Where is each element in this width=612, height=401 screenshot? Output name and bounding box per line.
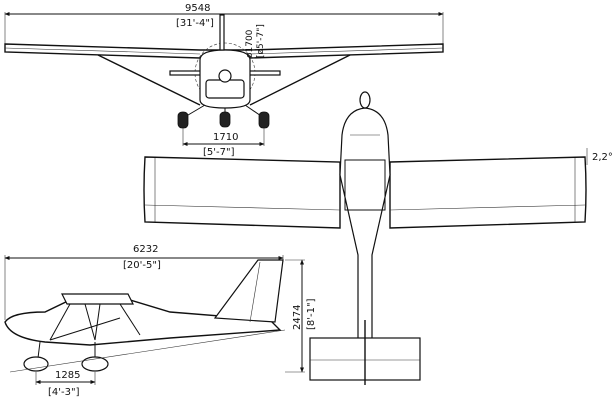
front-view: 9548 [31'-4"] ø1700 [ø5'-7"] <box>4 3 444 158</box>
wingspan-value: 9548 <box>185 3 210 14</box>
side-view: 6232 [20'-5"] 2474 [8'-1"] 1285 <box>4 244 317 398</box>
side-main-wheel <box>81 356 109 372</box>
wingspan-imperial: [31'-4"] <box>176 18 214 29</box>
height-imperial: [8'-1"] <box>306 298 317 330</box>
track-value: 1710 <box>213 132 238 143</box>
side-nose-wheel <box>23 356 49 372</box>
dihedral-value: 2,2° <box>592 152 612 163</box>
nose-wheel <box>219 111 231 128</box>
left-main-wheel <box>177 111 189 129</box>
side-tail-fin <box>213 259 284 323</box>
top-spinner <box>359 91 371 109</box>
length-imperial: [20'-5"] <box>123 260 161 271</box>
top-view: 2,2° <box>143 91 612 385</box>
top-right-wing <box>389 156 587 229</box>
spinner <box>218 69 232 83</box>
top-fuselage <box>339 107 391 341</box>
right-main-wheel <box>258 111 270 129</box>
wheelbase-imperial: [4'-3"] <box>48 387 80 398</box>
prop-diameter-imperial: [ø5'-7"] <box>256 24 266 58</box>
wheelbase-value: 1285 <box>55 370 80 381</box>
top-left-wing <box>143 156 341 229</box>
length-value: 6232 <box>133 244 158 255</box>
height-value: 2474 <box>292 305 303 330</box>
prop-diameter-value: ø1700 <box>245 29 255 58</box>
track-imperial: [5'-7"] <box>203 147 235 158</box>
left-wing-strut <box>97 54 201 106</box>
side-wing <box>61 293 134 305</box>
right-wing-strut <box>249 54 351 106</box>
